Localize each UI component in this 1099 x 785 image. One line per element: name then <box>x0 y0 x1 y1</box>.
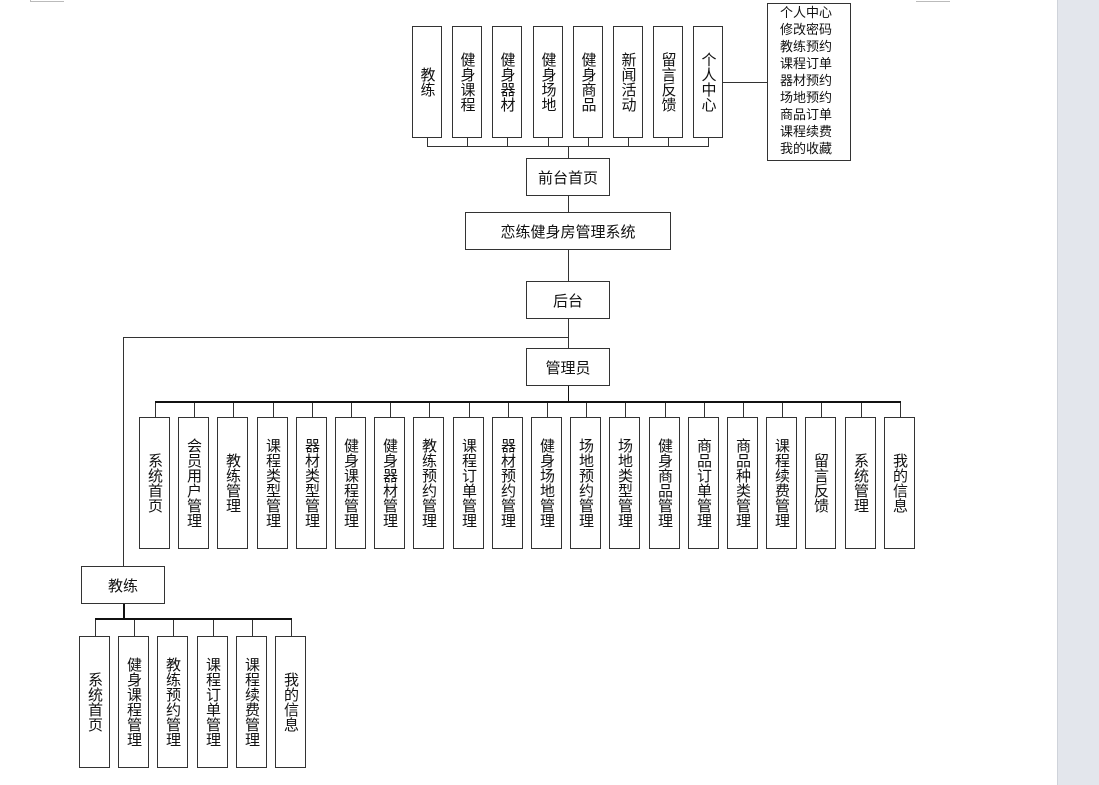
connector-frontend-item-5 <box>588 138 589 146</box>
connector-personal-to-list <box>723 82 767 83</box>
admin-item-16: 商品种类管理 <box>727 417 758 549</box>
admin-item-12: 场地预约管理 <box>570 417 601 549</box>
admin-item-3: 教练管理 <box>217 417 248 549</box>
connector-backend-branch-h <box>123 337 569 338</box>
admin-item-19: 系统管理 <box>845 417 876 549</box>
admin-item-7: 健身器材管理 <box>374 417 405 549</box>
connector-admin-item-8 <box>429 401 430 417</box>
admin-item-6: 健身课程管理 <box>335 417 366 549</box>
personal-center-submenu-item: 商品订单 <box>780 108 833 123</box>
frontend-item-8: 个人中心 <box>693 26 723 138</box>
admin-item-2: 会员用户管理 <box>178 417 209 549</box>
admin-item-9: 课程订单管理 <box>453 417 484 549</box>
personal-center-submenu-item: 课程订单 <box>780 57 833 72</box>
connector-admin-item-4 <box>273 401 274 417</box>
connector-admin-item-17 <box>782 401 783 417</box>
connector-coach-bus <box>95 618 292 620</box>
window-scroll-gutter <box>1057 0 1099 785</box>
frontend-item-1: 教练 <box>412 26 442 138</box>
admin-item-10: 器材预约管理 <box>492 417 523 549</box>
personal-center-submenu-item: 我的收藏 <box>780 142 833 157</box>
frontend-item-6: 新闻活动 <box>613 26 643 138</box>
connector-coach-item-5 <box>252 618 253 636</box>
personal-center-submenu-item: 课程续费 <box>780 125 833 140</box>
connector-admin-bus-stem <box>568 386 569 401</box>
coach-item-5: 课程续费管理 <box>236 636 267 768</box>
personal-center-submenu-item: 教练预约 <box>780 40 833 55</box>
frontend-item-2: 健身课程 <box>452 26 482 138</box>
connector-admin-item-2 <box>194 401 195 417</box>
connector-admin-item-5 <box>312 401 313 417</box>
frontend-home-node: 前台首页 <box>526 158 610 196</box>
personal-center-submenu-item: 修改密码 <box>780 23 833 38</box>
connector-coach-item-1 <box>95 618 96 636</box>
admin-item-1: 系统首页 <box>139 417 170 549</box>
connector-frontend-item-4 <box>548 138 549 146</box>
connector-frontend-item-6 <box>628 138 629 146</box>
admin-item-18: 留言反馈 <box>805 417 836 549</box>
connector-frontend-item-2 <box>467 138 468 146</box>
connector-admin-item-14 <box>665 401 666 417</box>
coach-item-2: 健身课程管理 <box>118 636 149 768</box>
frontend-item-5: 健身商品 <box>573 26 603 138</box>
admin-item-15: 商品订单管理 <box>688 417 719 549</box>
connector-admin-item-11 <box>547 401 548 417</box>
connector-admin-item-9 <box>469 401 470 417</box>
connector-root-to-backend <box>568 250 569 281</box>
coach-item-4: 课程订单管理 <box>197 636 228 768</box>
admin-item-20: 我的信息 <box>884 417 915 549</box>
connector-frontend-to-root <box>568 196 569 212</box>
connector-coach-bus-stem <box>123 604 125 618</box>
coach-item-3: 教练预约管理 <box>157 636 188 768</box>
connector-branch-to-coach <box>123 337 124 566</box>
connector-admin-item-16 <box>743 401 744 417</box>
connector-admin-item-18 <box>821 401 822 417</box>
root-node: 恋练健身房管理系统 <box>465 212 671 250</box>
connector-admin-item-19 <box>861 401 862 417</box>
connector-admin-item-3 <box>233 401 234 417</box>
connector-backend-to-admin <box>568 319 569 348</box>
personal-center-submenu-item: 器材预约 <box>780 74 833 89</box>
personal-center-submenu-item: 场地预约 <box>780 91 833 106</box>
page-corner-mark-left-h <box>30 1 64 2</box>
connector-admin-item-7 <box>390 401 391 417</box>
frontend-item-4: 健身场地 <box>533 26 563 138</box>
coach-item-6: 我的信息 <box>275 636 306 768</box>
admin-item-14: 健身商品管理 <box>649 417 680 549</box>
connector-admin-item-10 <box>508 401 509 417</box>
connector-admin-item-6 <box>351 401 352 417</box>
admin-item-8: 教练预约管理 <box>413 417 444 549</box>
connector-home-to-topbar <box>568 146 569 158</box>
coach-node: 教练 <box>81 566 165 604</box>
backend-node: 后台 <box>526 281 610 319</box>
connector-frontend-bus <box>427 146 709 147</box>
frontend-item-7: 留言反馈 <box>653 26 683 138</box>
coach-item-1: 系统首页 <box>79 636 110 768</box>
connector-coach-item-3 <box>173 618 174 636</box>
admin-item-11: 健身场地管理 <box>531 417 562 549</box>
admin-item-5: 器材类型管理 <box>296 417 327 549</box>
connector-frontend-item-8 <box>708 138 709 146</box>
connector-frontend-item-3 <box>507 138 508 146</box>
connector-frontend-item-1 <box>427 138 428 146</box>
frontend-item-3: 健身器材 <box>492 26 522 138</box>
connector-admin-item-15 <box>704 401 705 417</box>
connector-frontend-item-7 <box>668 138 669 146</box>
connector-admin-item-12 <box>586 401 587 417</box>
admin-item-13: 场地类型管理 <box>609 417 640 549</box>
page-corner-mark-right <box>916 1 950 2</box>
connector-admin-item-13 <box>625 401 626 417</box>
connector-coach-item-6 <box>291 618 292 636</box>
personal-center-submenu-item: 个人中心 <box>780 6 833 21</box>
admin-node: 管理员 <box>526 348 610 386</box>
personal-center-submenu: 个人中心修改密码教练预约课程订单器材预约场地预约商品订单课程续费我的收藏 <box>767 3 851 161</box>
connector-admin-bus <box>155 401 901 403</box>
connector-coach-item-2 <box>134 618 135 636</box>
connector-coach-item-4 <box>213 618 214 636</box>
admin-item-17: 课程续费管理 <box>766 417 797 549</box>
admin-item-4: 课程类型管理 <box>257 417 288 549</box>
connector-admin-item-1 <box>155 401 156 417</box>
connector-admin-item-20 <box>900 401 901 417</box>
